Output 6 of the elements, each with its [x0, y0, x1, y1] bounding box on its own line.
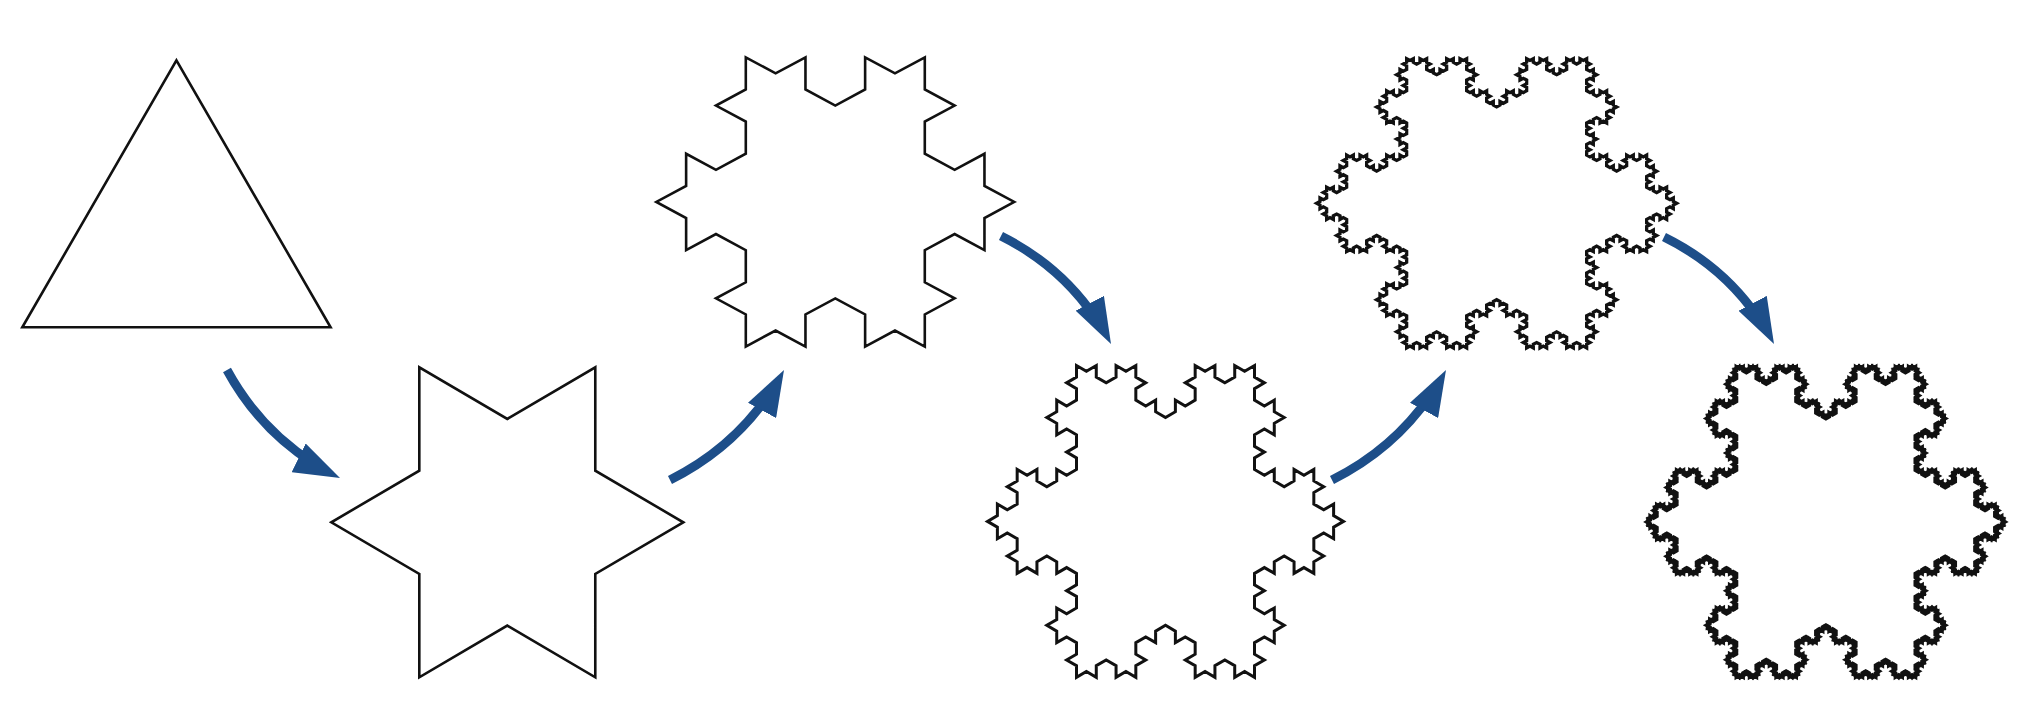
- star-outline: [328, 364, 686, 680]
- koch-snowflake-outline: [653, 55, 1017, 349]
- koch-snowflake-outline: [1314, 55, 1680, 351]
- koch-snowflake-outline: [1644, 364, 2008, 680]
- koch-snowflake-outline: [984, 362, 1346, 680]
- triangle-outline: [19, 57, 333, 330]
